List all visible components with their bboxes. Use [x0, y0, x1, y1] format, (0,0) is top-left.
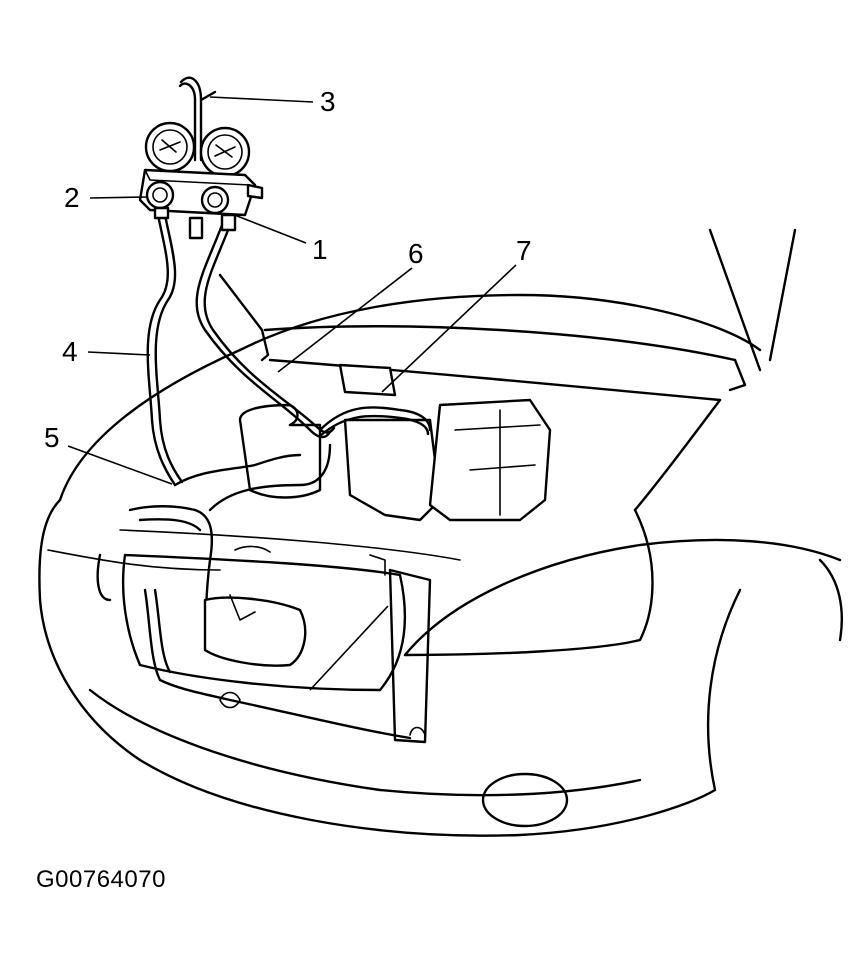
leader-3 [209, 96, 314, 103]
leader-grille [309, 605, 389, 691]
gauge-hoses [146, 213, 336, 487]
leader-lines [67, 96, 517, 691]
callout-7: 7 [516, 235, 532, 266]
leader-6 [277, 267, 413, 373]
figure-id: G00764070 [36, 866, 166, 893]
leader-1 [231, 213, 307, 244]
vehicle-body [38, 293, 843, 837]
callout-2: 2 [64, 182, 80, 213]
leader-5 [67, 445, 173, 485]
engine-components [128, 363, 552, 744]
callout-1: 1 [312, 234, 328, 265]
leader-4 [87, 351, 151, 356]
raised-hood [218, 228, 797, 402]
leader-2 [89, 196, 149, 199]
manifold-gauge-set [138, 76, 264, 240]
callout-4: 4 [62, 336, 78, 367]
leader-7 [381, 264, 517, 393]
callout-6: 6 [408, 238, 424, 269]
callout-5: 5 [44, 422, 60, 453]
callout-3: 3 [320, 86, 336, 117]
